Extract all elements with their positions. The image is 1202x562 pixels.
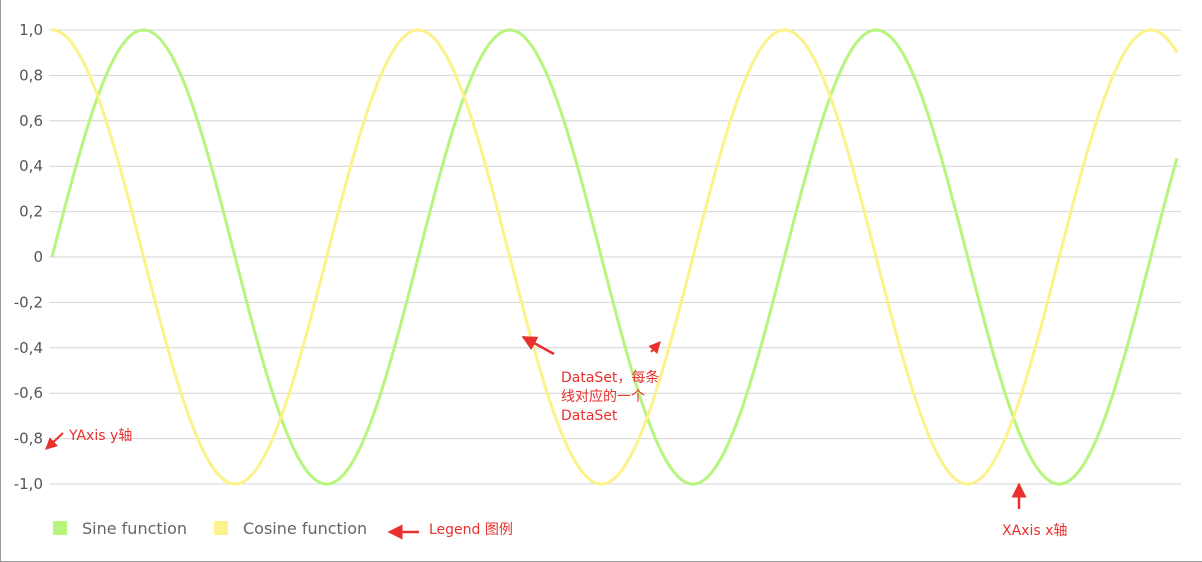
y-tick-label: 0,6 <box>19 112 43 130</box>
legend: Sine function Cosine function <box>53 519 367 538</box>
y-tick-label: -0,8 <box>14 430 43 448</box>
dataset-arrow-right <box>648 341 661 355</box>
dataset-arrow-left <box>521 335 555 356</box>
y-tick-label: 1,0 <box>19 21 43 39</box>
y-tick-label: 0,8 <box>19 66 43 84</box>
dataset-annotation-line-1: DataSet，每条 <box>561 369 659 386</box>
y-tick-label: -0,6 <box>14 384 43 402</box>
y-tick-label: 0,4 <box>19 157 43 175</box>
y-tick-label: 0,2 <box>19 203 43 221</box>
cosine-line <box>51 28 1179 486</box>
dataset-annotation-line-2: 线对应的一个 <box>561 388 645 405</box>
sine-line <box>50 28 1179 486</box>
xaxis-annotation: XAxis x轴 <box>1002 523 1067 539</box>
y-axis-tick-labels: 1,0 0,8 0,6 0,4 0,2 0 -0,2 -0,4 -0,6 -0,8 -1,0 <box>14 21 43 493</box>
y-tick-label: -0,4 <box>14 339 43 357</box>
dataset-annotation-line-3: DataSet <box>561 408 618 424</box>
legend-swatch-cosine <box>214 521 228 535</box>
yaxis-arrow <box>45 432 64 450</box>
legend-label-sine: Sine function <box>82 519 187 538</box>
y-tick-label: -1,0 <box>14 475 43 493</box>
yaxis-annotation: YAxis y轴 <box>68 428 132 444</box>
legend-label-cosine: Cosine function <box>243 519 367 538</box>
data-series <box>50 28 1179 486</box>
y-tick-label: 0 <box>33 248 43 266</box>
legend-swatch-sine <box>53 521 67 535</box>
legend-annotation: Legend 图例 <box>429 522 513 538</box>
annotations: YAxis y轴 DataSet，每条 线对应的一个 DataSet Legen… <box>45 335 1067 540</box>
y-tick-label: -0,2 <box>14 293 43 311</box>
